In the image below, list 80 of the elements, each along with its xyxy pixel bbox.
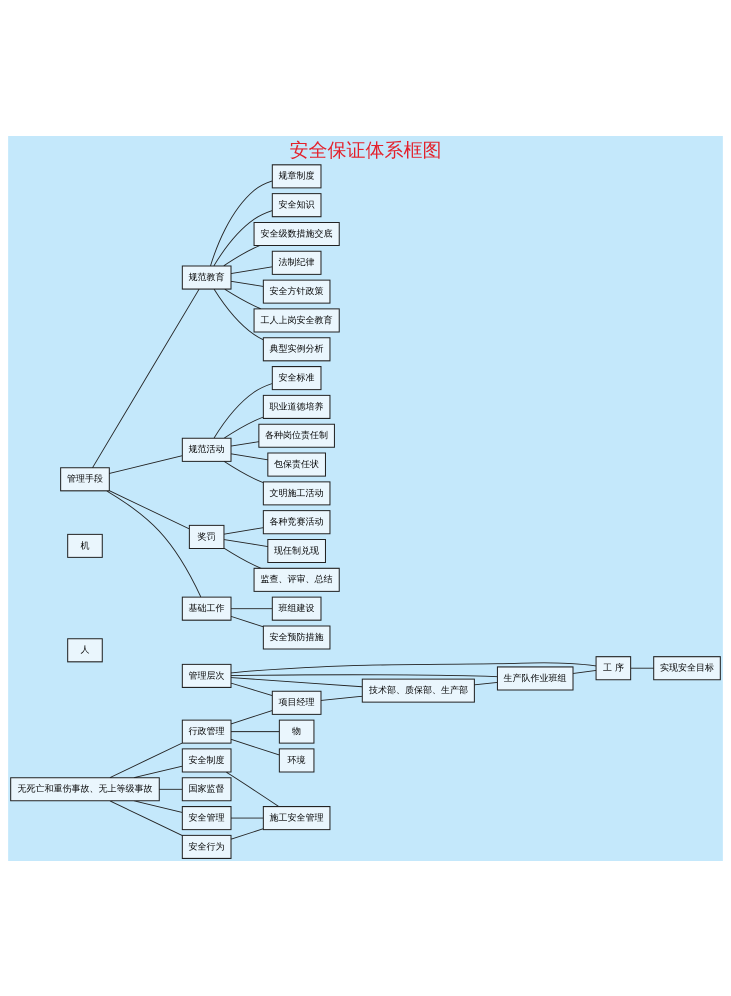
- node-box: 现任制兑现: [267, 538, 326, 563]
- connector: [158, 788, 183, 790]
- node-box: 各种岗位责任制: [258, 423, 335, 448]
- connector: [230, 738, 280, 755]
- connector: [230, 676, 363, 687]
- connector: [224, 547, 262, 568]
- node-box: 机: [67, 533, 103, 558]
- connector: [230, 817, 264, 818]
- node-box: 法制纪律: [272, 250, 322, 274]
- connector: [230, 730, 280, 732]
- node-box: 职业道德培养: [262, 394, 330, 418]
- node-box: 安全行为: [182, 834, 232, 858]
- connector: [213, 382, 273, 438]
- node-box: 管理手段: [60, 466, 110, 491]
- connector: [223, 244, 260, 266]
- connector: [226, 771, 280, 806]
- node-box: 安全制度: [182, 748, 232, 772]
- connector: [230, 280, 264, 286]
- connector: [224, 288, 262, 309]
- node-box: 文明施工活动: [262, 480, 330, 505]
- node-box: 班组建设: [272, 596, 322, 620]
- connector: [224, 416, 264, 438]
- connector: [230, 440, 260, 446]
- diagram-title: 安全保证体系框图: [290, 138, 442, 161]
- connector: [230, 674, 498, 677]
- node-box: 人: [67, 638, 103, 662]
- node-box: 实现安全目标: [653, 656, 721, 680]
- node-box: 基础工作: [182, 596, 232, 620]
- connector: [474, 681, 498, 685]
- connector: [133, 765, 183, 778]
- connector: [213, 210, 273, 266]
- node-box: 安全预防措施: [262, 624, 330, 650]
- connector: [230, 828, 264, 840]
- node-box: 安全方针政策: [262, 279, 330, 304]
- connector: [230, 662, 596, 673]
- connector: [133, 800, 183, 812]
- connector: [230, 266, 273, 274]
- connector: [230, 710, 273, 724]
- node-box: 项目经理: [272, 690, 322, 714]
- connector: [230, 615, 264, 627]
- node-box: 施工安全管理: [262, 806, 330, 830]
- node-box: 各种竞赛活动: [262, 510, 330, 534]
- node-box: 典型实例分析: [262, 336, 330, 361]
- node-box: 包保责任状: [267, 452, 326, 476]
- node-box: 环境: [278, 748, 314, 772]
- connector: [230, 452, 268, 460]
- connector: [108, 454, 183, 474]
- connector: [572, 670, 596, 674]
- connector: [110, 800, 183, 836]
- node-box: 技术部、质保部、生产部: [362, 678, 475, 702]
- connector: [320, 695, 362, 700]
- connector: [110, 742, 183, 778]
- node-box: 规范教育: [182, 265, 232, 290]
- connector: [630, 667, 654, 668]
- node-box: 奖罚: [188, 524, 224, 548]
- connector: [224, 460, 264, 483]
- connector: [210, 180, 273, 266]
- node-box: 安全知识: [272, 192, 322, 217]
- node-box: 物: [278, 719, 314, 744]
- node-box: 工人上岗安全教育: [254, 308, 340, 332]
- connector: [108, 490, 190, 529]
- connector: [106, 490, 202, 597]
- node-box: 规范活动: [182, 437, 232, 462]
- connector: [224, 538, 268, 546]
- node-box: 规章制度: [272, 164, 322, 188]
- connector: [92, 288, 200, 468]
- node-box: 安全级数措施交底: [254, 221, 340, 246]
- connector: [230, 608, 273, 609]
- node-box: 工 序: [596, 656, 632, 680]
- node-box: 安全标准: [272, 366, 322, 390]
- node-box: 安全管理: [182, 806, 232, 830]
- node-box: 管理层次: [182, 663, 232, 688]
- node-box: 监查、评审、总结: [254, 567, 340, 592]
- node-box: 行政管理: [182, 719, 232, 744]
- connector: [214, 288, 264, 340]
- node-box: 国家监督: [182, 776, 232, 801]
- node-box: 无死亡和重伤事故、无上等级事故: [10, 776, 160, 801]
- connector: [224, 526, 264, 534]
- connector: [230, 682, 273, 696]
- node-box: 生产队作业班组: [496, 666, 574, 690]
